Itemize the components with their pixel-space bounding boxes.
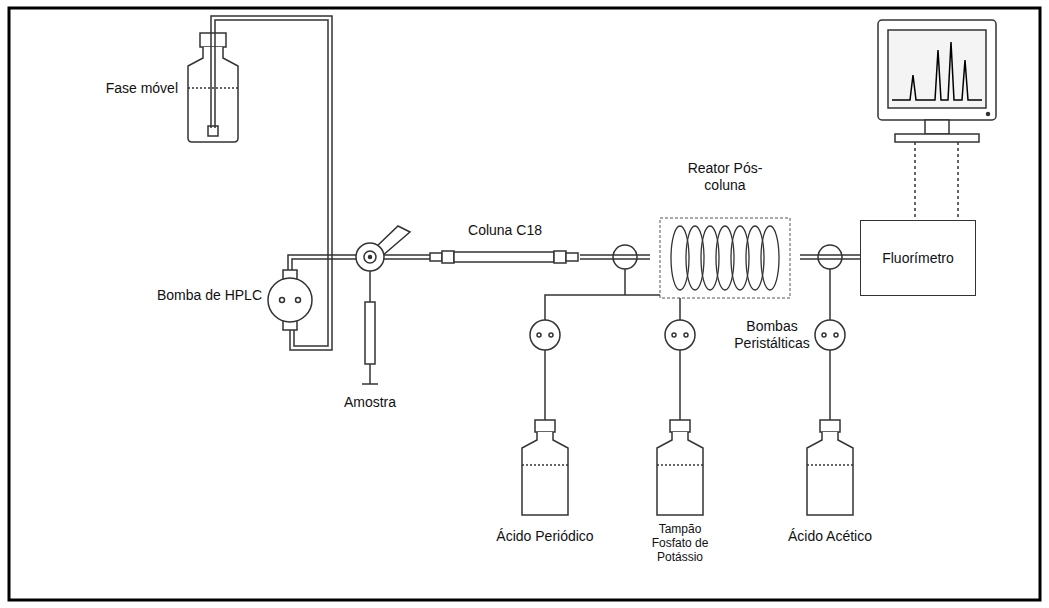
c18-column: Coluna C18 — [425, 222, 585, 267]
tube-connector — [580, 255, 650, 259]
injector-valve — [356, 226, 410, 271]
hplc-pump — [268, 270, 312, 330]
node-text: Coluna C18 — [425, 222, 585, 239]
node-text: Reator Pós-coluna — [680, 160, 770, 194]
detector-box: Fluorímetro — [860, 220, 976, 296]
mobile-phase-bottle — [188, 33, 238, 142]
post-column-reactor: Reator Pós-coluna — [650, 160, 800, 300]
monitor — [878, 20, 996, 220]
tube-connector — [800, 255, 860, 259]
frame — [9, 8, 1040, 600]
reagent-label: Ácido Acético — [770, 528, 890, 545]
node-text: Fluorímetro — [882, 250, 954, 267]
sample-label: Amostra — [320, 394, 420, 411]
reagent-label: Ácido Periódico — [490, 528, 600, 545]
reagent-label: Tampão Fosfato de Potássio — [640, 522, 720, 564]
bottle-label: Fase móvel — [60, 80, 178, 97]
sample-syringe — [362, 271, 378, 384]
reagent-bottle — [522, 420, 853, 515]
pump-label: Bomba de HPLC — [150, 287, 262, 304]
pumps-label: Bombas Peristálticas — [712, 318, 832, 352]
